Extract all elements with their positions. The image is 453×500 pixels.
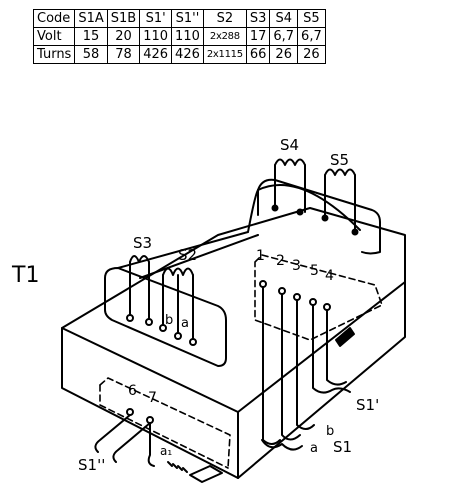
winding-spec-table: Code S1A S1B S1' S1'' S2 S3 S4 S5 Volt 1… [32, 9, 326, 64]
table-cell: 110 [139, 27, 173, 46]
label-a-lower: a [310, 441, 318, 456]
table-cell: S1'' [171, 9, 204, 28]
label-a1: a₁ [160, 444, 172, 458]
s3-coil [126, 255, 153, 326]
table-cell: S5 [297, 9, 326, 28]
table-cell: 6,7 [297, 27, 326, 46]
front-bobbin-flange [104, 189, 259, 367]
table-cell: 17 [245, 27, 271, 46]
side-clip [335, 327, 355, 347]
label-s2: S2 [178, 246, 197, 264]
table-cell: 58 [74, 45, 108, 64]
base-bracket [167, 461, 223, 483]
terminal-3-label: 3 [292, 258, 301, 274]
table-cell: 2x1115 [202, 45, 247, 64]
table-cell: 6,7 [269, 27, 299, 46]
terminal-6-label: 6 [128, 383, 137, 399]
label-s3: S3 [133, 234, 152, 252]
right-terminal-box [254, 254, 383, 341]
s4-coil [271, 158, 306, 216]
diagram-title: T1 [11, 263, 39, 288]
transformer-body [61, 207, 406, 479]
table-row: Turns 58 78 426 426 2x1115 66 26 26 [32, 45, 326, 64]
table-cell: 26 [269, 45, 299, 64]
front-terminal-leads [94, 408, 155, 467]
label-a-upper: a [181, 316, 189, 331]
terminal-2-label: 2 [276, 253, 285, 269]
table-row: Code S1A S1B S1' S1'' S2 S3 S4 S5 [32, 9, 326, 28]
table-cell: 66 [245, 45, 271, 64]
table-cell: 426 [139, 45, 173, 64]
right-terminal-leads [259, 280, 351, 451]
s5-coil [321, 168, 359, 236]
terminal-4-label: 4 [325, 268, 334, 284]
terminal-7-label: 7 [148, 390, 157, 406]
diagram-labels: T1 S4 S5 S3 S2 b a 1 2 3 5 4 S1' b a S1 … [11, 136, 379, 474]
label-b-lower: b [326, 424, 334, 439]
label-s1-prime: S1' [356, 396, 379, 414]
table-cell: Volt [32, 27, 76, 46]
label-s1: S1 [333, 438, 352, 456]
label-s1-double-prime: S1'' [78, 456, 105, 474]
table-cell: 78 [106, 45, 141, 64]
label-s4: S4 [280, 136, 299, 154]
label-s5: S5 [330, 151, 349, 169]
label-b-upper: b [165, 313, 173, 328]
front-terminal-box [99, 377, 231, 469]
s2-coil [159, 267, 197, 346]
terminal-1-label: 1 [256, 248, 265, 264]
rear-bobbin-flange [257, 178, 381, 255]
table-cell: 26 [297, 45, 326, 64]
table-row: Volt 15 20 110 110 2x288 17 6,7 6,7 [32, 27, 326, 46]
table-cell: Turns [32, 45, 76, 64]
table-cell: 426 [171, 45, 204, 64]
terminal-5-label: 5 [310, 263, 319, 279]
